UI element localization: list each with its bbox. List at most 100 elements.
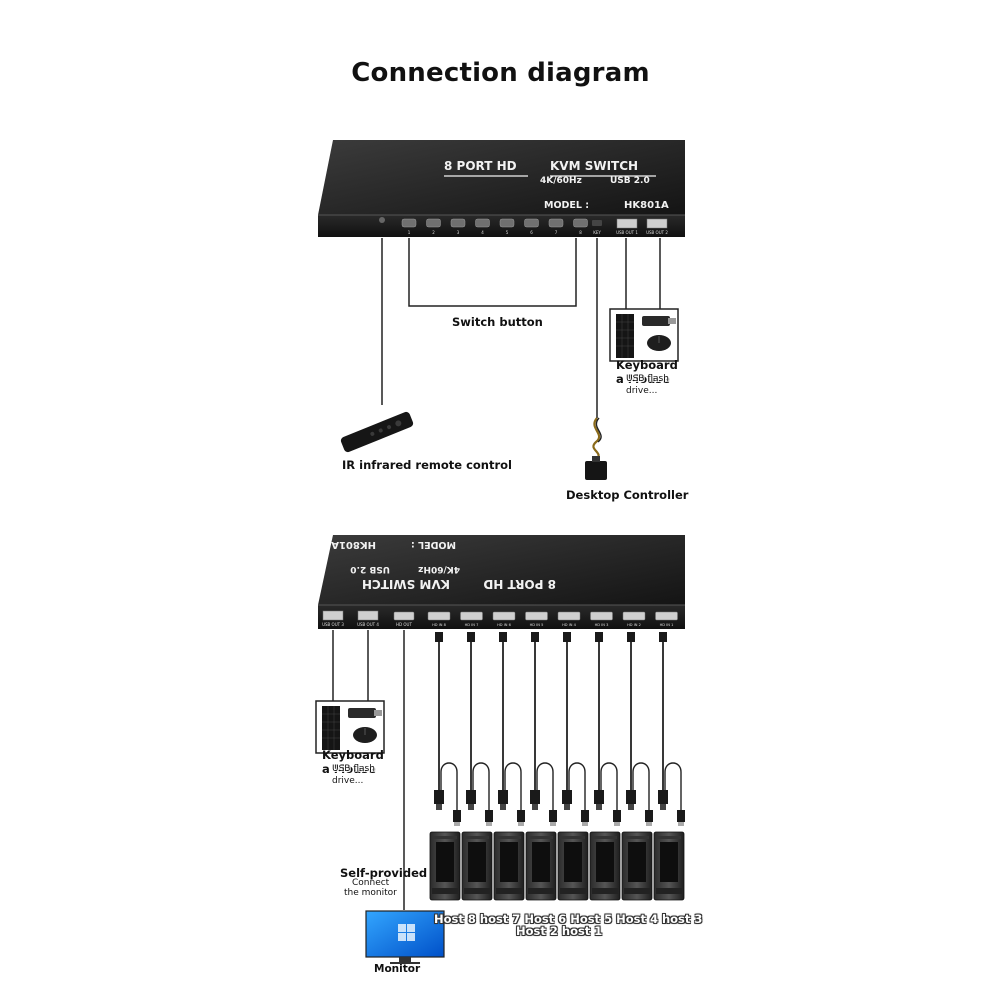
hd-in-label-1: HD IN 1 [660, 623, 674, 627]
device-name-1-mirrored: 8 PORT HD [483, 577, 556, 591]
connect-label: Connect [352, 878, 390, 888]
switch-button-5[interactable] [499, 218, 515, 228]
desktop-controller-icon [585, 417, 607, 480]
ir-remote-label: IR infrared remote control [342, 458, 512, 472]
spec-usb: USB 2.0 [610, 176, 650, 186]
diagram-title: Connection diagram [351, 58, 650, 88]
kvm-switch-front: 8 PORT HD KVM SWITCH 4K/60Hz USB 2.0 MOD… [318, 140, 685, 237]
switch-button-7[interactable] [548, 218, 564, 228]
hd-in-port-7 [460, 611, 483, 621]
switch-button-label: Switch button [452, 315, 543, 329]
device-name-1: 8 PORT HD [444, 159, 517, 173]
hd-in-port-2 [622, 611, 646, 621]
key-port-label: KEY [593, 230, 601, 235]
switch-button-label-3: 3 [457, 230, 460, 235]
spec-usb-mirrored: USB 2.0 [350, 564, 390, 574]
switch-button-label-8: 8 [579, 230, 582, 235]
switch-button-label-7: 7 [555, 230, 558, 235]
switch-button-label-6: 6 [530, 230, 533, 235]
usb-out-3-label: USB OUT 3 [322, 622, 344, 627]
usb-out-4-label: USB OUT 4 [357, 622, 379, 627]
model-value: HK801A [624, 200, 669, 211]
usb-flash-label-bottom: USB flash [332, 764, 375, 774]
keyboard-icon [616, 314, 634, 358]
keyboard-label-bottom: Keyboard [322, 748, 384, 762]
model-label: MODEL : [544, 200, 589, 211]
switch-button-label-4: 4 [481, 230, 484, 235]
hd-in-port-6 [492, 611, 516, 621]
hd-out-label: HD OUT [396, 622, 412, 627]
model-label-mirrored: MODEL : [411, 539, 456, 550]
usb-flash-label-top: USB flash [626, 374, 669, 384]
switch-button-2[interactable] [426, 218, 441, 228]
hd-in-label-8: HD IN 8 [432, 623, 447, 627]
host-computers [429, 632, 685, 901]
host-1 [653, 632, 685, 901]
usb-out-4-port [357, 610, 379, 621]
switch-button-1[interactable] [401, 218, 417, 228]
switch-button-label-2: 2 [432, 230, 435, 235]
usb-out-1-label: USB OUT 1 [616, 230, 638, 235]
usb-out-3-port [322, 610, 344, 621]
ir-remote-icon [340, 411, 414, 453]
model-value-mirrored: HK801A [331, 539, 376, 550]
switch-button-6[interactable] [524, 218, 539, 228]
self-provided-label: Self-provided [340, 866, 428, 880]
the-monitor-label: the monitor [344, 888, 397, 898]
hd-in-port-3 [590, 611, 613, 621]
hd-in-label-6: HD IN 6 [497, 623, 512, 627]
key-port [592, 220, 602, 226]
keyboard-icon-2 [322, 706, 340, 750]
monitor-icon [365, 910, 445, 964]
drive-label-bottom: drive... [332, 776, 364, 786]
host-5 [525, 632, 557, 901]
spec-refresh: 4K/60Hz [540, 176, 582, 186]
hd-in-port-8 [427, 611, 451, 621]
hd-in-port-1 [655, 611, 678, 621]
keyboard-mouse-box-bottom [315, 700, 385, 754]
hd-in-label-3: HD IN 3 [595, 623, 609, 627]
mouse-label-bottom: a Mouse [322, 762, 376, 776]
hd-out-port [393, 611, 415, 621]
monitor-label: Monitor [374, 963, 421, 975]
keyboard-label-top: Keyboard [616, 358, 678, 372]
host-6 [493, 632, 525, 901]
desktop-controller-label: Desktop Controller [566, 488, 689, 502]
mouse-label-top: a Mouse [616, 372, 670, 386]
keyboard-mouse-box-top [609, 308, 679, 362]
hd-in-port-5 [525, 611, 548, 621]
usb-out-2-label: USB OUT 2 [646, 230, 668, 235]
hosts-label-line1: Host 8 host 7 Host 6 Host 5 Host 4 host … [434, 912, 703, 926]
host-7 [461, 632, 493, 901]
hd-input-ports: HD IN 8 HD IN 7 HD IN 6 HD IN 5 HD IN 4 HD IN… [427, 611, 678, 627]
spec-refresh-mirrored: 4K/60Hz [418, 564, 460, 574]
usb-out-2-port [646, 218, 668, 229]
switch-button-8[interactable] [573, 218, 588, 228]
device-name-2-mirrored: KVM SWITCH [362, 577, 450, 591]
bottom-connector-lines [332, 630, 405, 910]
host-8 [429, 632, 461, 901]
kvm-switch-back: 8 PORT HD KVM SWITCH 4K/60Hz USB 2.0 MOD… [318, 535, 685, 629]
switch-button-label-5: 5 [506, 230, 509, 235]
device-name-2: KVM SWITCH [550, 159, 638, 173]
switch-button-label-1: 1 [408, 230, 411, 235]
usb-flash-drive-icon [642, 316, 670, 326]
hd-in-label-7: HD IN 7 [465, 623, 479, 627]
hd-in-port-4 [557, 611, 581, 621]
drive-label-top: drive... [626, 386, 658, 396]
host-2 [621, 632, 653, 901]
top-connector-lines [381, 238, 661, 418]
hd-in-label-5: HD IN 5 [530, 623, 544, 627]
host-3 [589, 632, 621, 901]
hosts-label-line2: Host 2 host 1 [516, 924, 603, 938]
hd-in-label-4: HD IN 4 [562, 623, 577, 627]
hd-in-label-2: HD IN 2 [627, 623, 641, 627]
ir-sensor-icon [379, 217, 385, 223]
usb-flash-drive-icon-2 [348, 708, 376, 718]
host-4 [557, 632, 589, 901]
usb-out-1-port [616, 218, 638, 229]
switch-buttons: 1 2 3 4 5 6 7 8 [401, 218, 588, 235]
switch-button-4[interactable] [475, 218, 490, 228]
switch-button-3[interactable] [450, 218, 466, 228]
